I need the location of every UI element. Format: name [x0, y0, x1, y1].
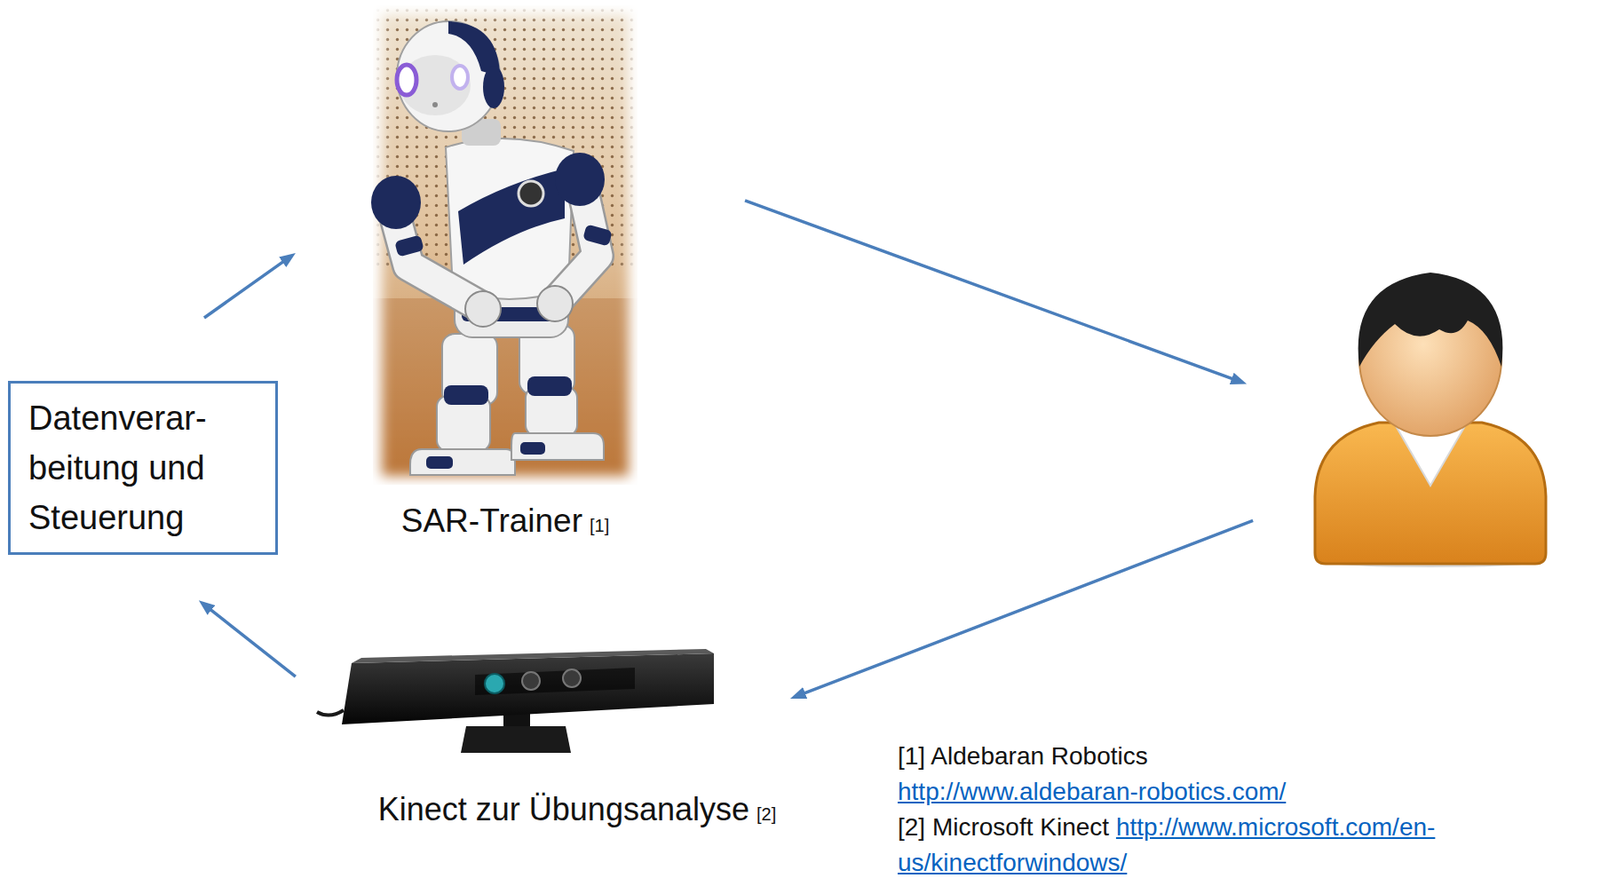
person-icon-part — [1314, 422, 1546, 564]
robot-photo-part — [372, 5, 638, 485]
robot-photo-part — [410, 449, 515, 476]
robot-photo-part — [445, 138, 574, 300]
robot-trainer: SAR-Trainer [1] — [372, 5, 638, 544]
callout-number: [1] — [589, 515, 610, 536]
robot-photo — [371, 5, 638, 485]
kinect-photo-part — [341, 653, 714, 725]
robot-photo-part — [426, 456, 453, 469]
reference-note: [2] Microsoft Kinect — [897, 813, 1109, 841]
reference-list: [1] Aldebaran Roboticshttp://www.aldebar… — [897, 738, 1594, 881]
reference-url: http://www.aldebaran-robotics.com/ — [897, 774, 1594, 810]
flow-arrow — [205, 605, 296, 677]
person-icon-part — [1358, 272, 1504, 367]
node-label: SAR-Trainer — [401, 502, 583, 539]
robot-photo-part — [443, 385, 489, 405]
robot-photo-part-part — [372, 5, 638, 485]
kinect-photo-part — [522, 672, 540, 690]
flow-arrow — [798, 520, 1253, 696]
user-icon — [1306, 267, 1556, 567]
robot-photo-part — [527, 376, 572, 397]
robot-photo-part — [554, 152, 605, 206]
reference-note: [1] Aldebaran Robotics — [897, 738, 1594, 775]
robot-photo-part — [451, 65, 468, 89]
kinect-photo — [316, 649, 714, 753]
robot-photo-part — [511, 433, 604, 460]
person-icon — [1314, 272, 1546, 568]
kinect-sensor: Kinect zur Übungsanalyse [2] — [371, 643, 785, 832]
robot-photo-part — [396, 64, 417, 96]
robot-photo-part — [518, 181, 544, 206]
callout-number: [2] — [756, 804, 777, 824]
kinect-photo-part — [460, 726, 571, 753]
robot-photo-part — [537, 285, 573, 322]
robot-photo-part — [458, 168, 565, 265]
robot-photo-part — [396, 21, 500, 132]
kinect-photo-part — [316, 710, 344, 716]
node-label: Kinect zur Übungsanalyse — [378, 791, 750, 828]
kinect-photo-part — [475, 667, 635, 696]
robot-photo-part — [432, 102, 438, 108]
flow-arrow — [204, 258, 289, 318]
kinect-photo-part — [351, 649, 714, 664]
flow-arrow — [744, 200, 1239, 381]
process-box: Datenverar- beitung und Steuerung — [7, 380, 278, 555]
node-label: Datenverar- beitung und Steuerung — [28, 393, 258, 543]
robot-photo-part — [465, 291, 501, 327]
robot-photo-part — [520, 442, 546, 455]
robot-photo-part — [483, 65, 505, 109]
robot-photo-part — [394, 234, 425, 257]
robot-photo-part — [371, 175, 421, 230]
kinect-photo-part — [562, 669, 581, 688]
robot-photo-part — [582, 223, 613, 246]
kinect-photo-part — [484, 673, 505, 694]
robot-photo-part — [442, 333, 498, 405]
